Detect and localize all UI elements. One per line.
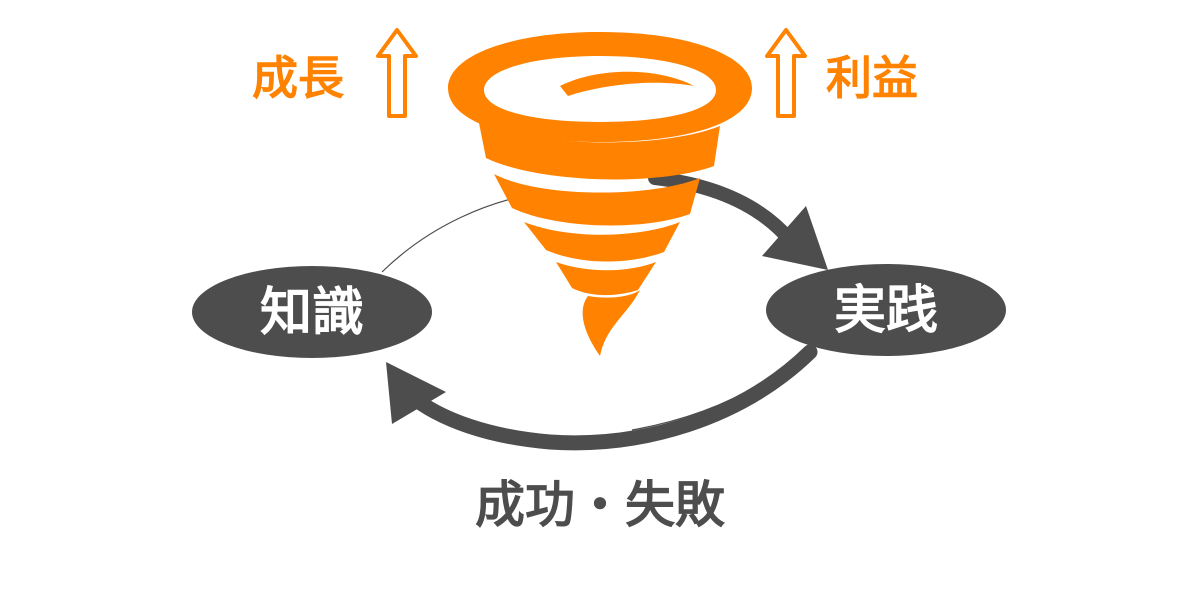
practice-node: 実践 [766,264,1006,356]
arrow-to-practice [648,171,828,270]
profit-arrow-icon [765,28,807,118]
profit-label: 利益 [826,51,918,105]
growth-label: 成長 [252,51,345,105]
growth-arrow-icon [376,28,418,118]
tornado-icon [448,32,752,356]
outcome-caption: 成功・失敗 [475,476,726,534]
arrow-to-knowledge [386,344,818,451]
knowledge-label: 知識 [260,283,364,343]
practice-label: 実践 [834,281,938,341]
knowledge-node: 知識 [192,266,432,358]
